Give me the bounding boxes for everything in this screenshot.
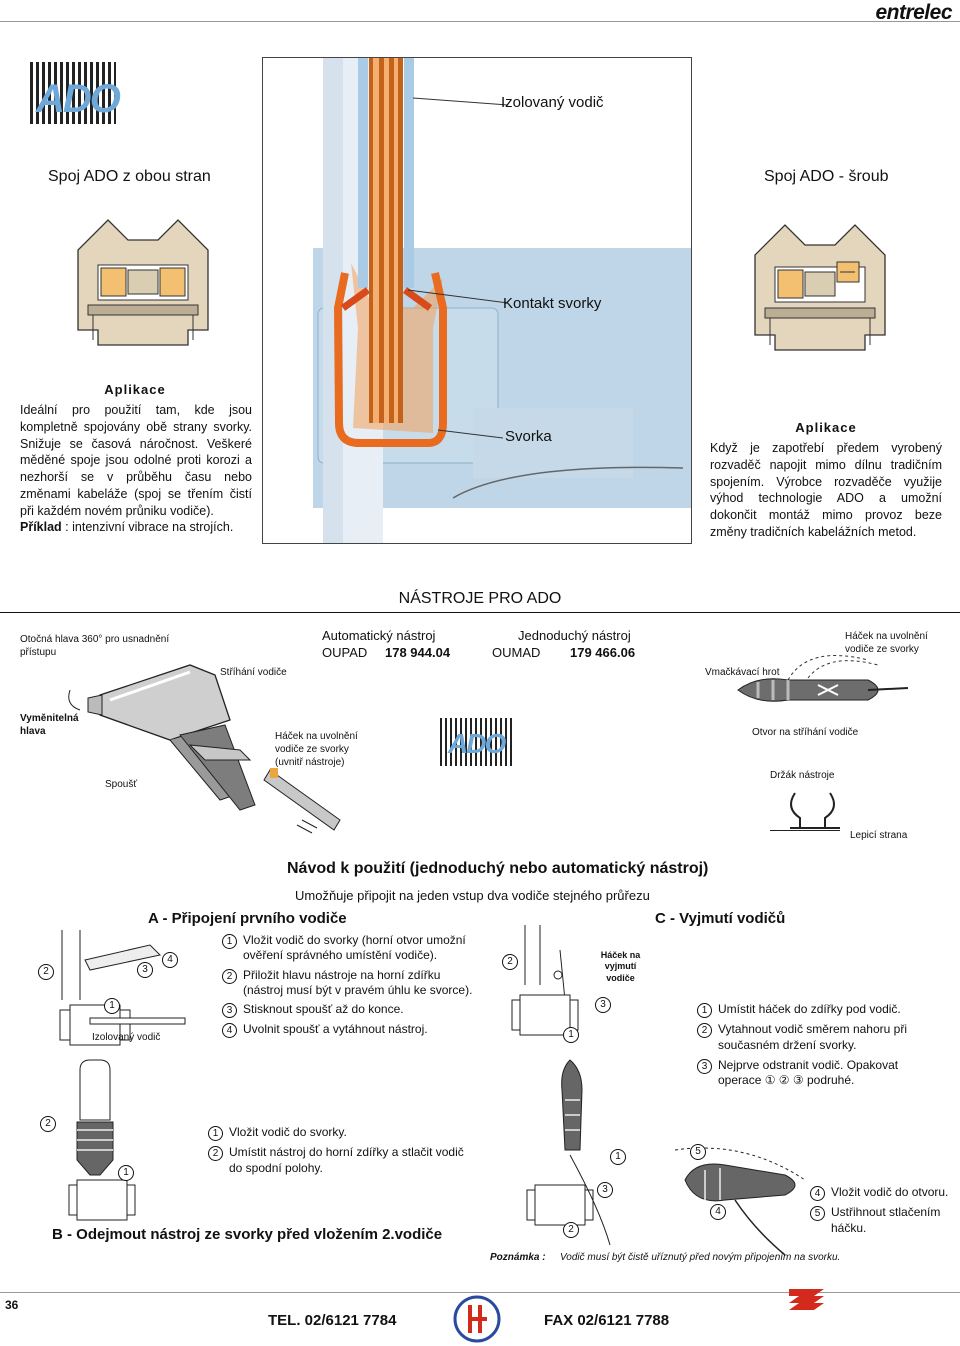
c-draw-3: 3 xyxy=(595,997,611,1013)
tool-holder-label: Držák nástroje xyxy=(770,770,835,781)
c2-draw-1: 1 xyxy=(610,1149,626,1165)
c-draw-2: 2 xyxy=(502,954,518,970)
tool-holder-drawing xyxy=(790,792,840,829)
section-c-removal-drawing xyxy=(526,1059,611,1246)
replaceable-head-label: Vyměnitelná hlava xyxy=(20,713,79,737)
a-draw-3: 3 xyxy=(137,962,153,978)
section-c-title: C - Vyjmutí vodičů xyxy=(655,910,786,927)
section-b-drawing xyxy=(68,1059,136,1221)
adhesive-side-label: Lepicí strana xyxy=(850,830,908,841)
a-draw-1: 1 xyxy=(104,998,120,1014)
section-b-title: B - Odejmout nástroj ze svorky před vlož… xyxy=(52,1226,443,1243)
ado-crosssection-photo: Izolovaný vodič Kontakt svorky Svorka xyxy=(262,57,692,544)
ado-logo-small: ADO xyxy=(440,718,514,766)
insulated-wire-label: Izolovaný vodič xyxy=(501,94,604,111)
terminal-screw-drawing xyxy=(754,224,886,351)
app-left-body: Ideální pro použití tam, kde jsou komple… xyxy=(20,403,252,518)
hand-tool-drawing xyxy=(737,655,909,702)
tools-rule xyxy=(0,612,960,613)
footer-logo-icon xyxy=(453,1295,501,1343)
entrelec-mark-icon xyxy=(789,1289,824,1310)
simple-tool-code: OUMAD xyxy=(492,645,541,660)
c3-draw-5: 5 xyxy=(690,1144,706,1160)
a-insulated-label: Izolovaný vodič xyxy=(92,1032,161,1043)
left-title: Spoj ADO z obou stran xyxy=(48,168,211,185)
footer-rule xyxy=(0,1292,960,1293)
right-title: Spoj ADO - šroub xyxy=(764,168,889,185)
section-c-cutting-drawing xyxy=(674,1147,806,1256)
terminal-contact-label: Kontakt svorky xyxy=(503,295,602,312)
terminal-both-sides-drawing xyxy=(77,219,209,346)
c3-draw-4: 4 xyxy=(710,1204,726,1220)
footer-fax: FAX 02/6121 7788 xyxy=(544,1312,670,1329)
hook-inside-label: Háček na uvolnění vodiče ze svorky (uvni… xyxy=(275,731,358,768)
note-text: Vodič musí být čistě uříznutý před novým… xyxy=(560,1252,841,1263)
app-right-heading: Aplikace xyxy=(795,420,857,435)
app-right-body: Když je zapotřebí předem vyrobený rozvad… xyxy=(710,441,942,539)
c-draw-1: 1 xyxy=(563,1027,579,1043)
c2-draw-2: 2 xyxy=(563,1222,579,1238)
tools-title: NÁSTROJE PRO ADO xyxy=(398,590,562,607)
manual-subtitle: Umožňuje připojit na jeden vstup dva vod… xyxy=(295,888,650,903)
clamp-label: Svorka xyxy=(505,428,552,445)
a-draw-2: 2 xyxy=(38,964,54,980)
b-draw-2: 2 xyxy=(40,1116,56,1132)
auto-tool-number: 178 944.04 xyxy=(385,645,451,660)
simple-tool-label: Jednoduchý nástroj xyxy=(518,628,631,643)
simple-tool-drawing xyxy=(263,768,341,834)
app-left-example: Příklad : intenzivní vibrace na strojích… xyxy=(20,520,234,534)
footer-tel: TEL. 02/6121 7784 xyxy=(268,1312,397,1329)
c-hook-label: Háček na vyjmutí vodiče xyxy=(600,950,641,983)
trigger-label: Spoušť xyxy=(105,779,138,790)
auto-tool-label: Automatický nástroj xyxy=(322,628,436,643)
adhesive-strip xyxy=(770,830,840,831)
c2-draw-3: 3 xyxy=(597,1182,613,1198)
a-draw-4: 4 xyxy=(162,952,178,968)
app-left-heading: Aplikace xyxy=(104,382,166,397)
section-c-drawing xyxy=(511,925,579,1036)
automatic-tool-drawing xyxy=(68,664,256,811)
brand-logo: entrelec xyxy=(875,1,952,24)
manual-title: Návod k použití (jednoduchý nebo automat… xyxy=(287,860,709,877)
simple-tool-number: 179 466.06 xyxy=(570,645,636,660)
hook-release-label: Háček na uvolnění vodiče ze svorky xyxy=(845,631,928,655)
b-draw-1: 1 xyxy=(118,1165,134,1181)
auto-tool-code: OUPAD xyxy=(322,645,368,660)
cutting-label: Stříhání vodiče xyxy=(220,667,287,678)
header-bar xyxy=(0,0,960,22)
cutting-hole-label: Otvor na stříhání vodiče xyxy=(752,727,859,738)
section-a-title: A - Připojení prvního vodiče xyxy=(148,910,347,927)
ado-logo: ADO xyxy=(30,62,121,124)
rotating-head-label: Otočná hlava 360° pro usnadnění přístupu xyxy=(20,634,170,658)
page-number: 36 xyxy=(5,1298,19,1312)
press-tip-label: Vmačkávací hrot xyxy=(705,667,780,678)
note-label: Poznámka : xyxy=(490,1252,546,1263)
